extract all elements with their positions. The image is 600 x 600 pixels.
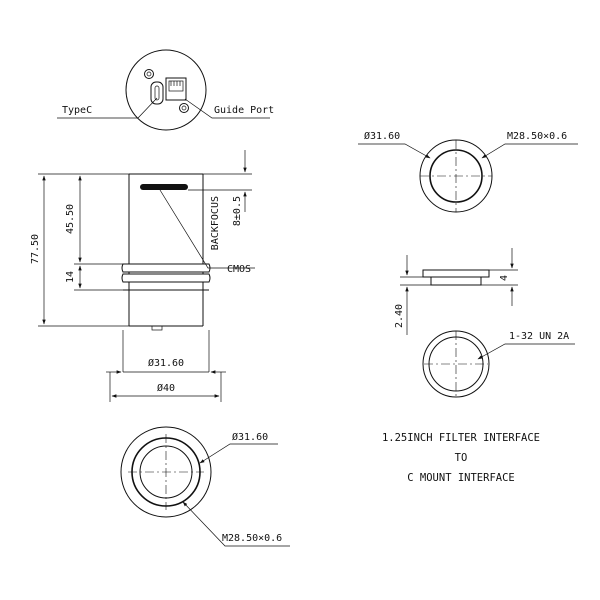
typec-port-icon [150,81,164,105]
bottom-view: Ø31.60 M28.50×0.6 [120,426,290,547]
top-view: TypeC Guide Port [57,49,274,131]
typec-label: TypeC [62,105,92,116]
adapter-height-dimension: 2.40 [394,304,405,328]
adapter-thread-leader [477,343,575,360]
bottom-diameter-leader [199,443,278,464]
screw-hole-bottom-right [179,103,189,113]
note-line-1: 1.25INCH FILTER INTERFACE [382,432,540,444]
upper-length-dimension: 45.50 [65,204,76,234]
screw-hole-top-left [144,69,154,79]
filter-diameter-leader [358,143,431,159]
adapter-side-view: 2.40 4 [394,248,518,335]
note-line-2: TO [455,452,468,464]
adapter-thread-label: 1-32 UN 2A [509,331,569,342]
bottom-thread-label: M28.50×0.6 [222,533,282,544]
guide-port-leader [184,98,270,119]
guide-port-icon [165,77,187,101]
filter-diameter-label: Ø31.60 [364,130,400,142]
inner-diameter-dimension: Ø31.60 [148,357,184,369]
backfocus-label: BACKFOCUS [210,196,221,250]
outer-diameter-dimension: Ø40 [157,382,175,394]
bottom-diameter-label: Ø31.60 [232,431,268,443]
cmos-sensor [140,184,188,190]
tripod-nub [151,325,163,331]
filter-thread-label: M28.50×0.6 [507,131,567,142]
adapter-thickness-dimension: 4 [499,275,510,281]
backfocus-value: 8±0.5 [232,196,243,226]
adapter-lower-ring [430,276,482,286]
typec-leader [57,97,158,119]
side-view: 77.50 45.50 14 BACKFOCUS 8±0.5 CMOS Ø31.… [30,150,255,402]
filter-inner-circle [429,149,483,203]
adapter-top-view: 1-32 UN 2A [422,330,575,398]
total-length-dimension: 77.50 [30,234,41,264]
cmos-leader [159,189,255,269]
interface-note: 1.25INCH FILTER INTERFACE TO C MOUNT INT… [382,432,540,484]
bottom-thread-leader [182,501,290,547]
cooling-fins [121,263,211,291]
guide-port-label: Guide Port [214,105,274,116]
bottom-outer-circle [120,426,212,518]
groove-length-dimension: 14 [65,271,76,283]
filter-top-view: Ø31.60 M28.50×0.6 [358,130,578,213]
adapter-upper-ring [422,269,490,278]
camera-back-outline [125,49,207,131]
filter-thread-leader [481,143,578,159]
note-line-3: C MOUNT INTERFACE [407,472,514,484]
cmos-label: CMOS [227,264,251,275]
